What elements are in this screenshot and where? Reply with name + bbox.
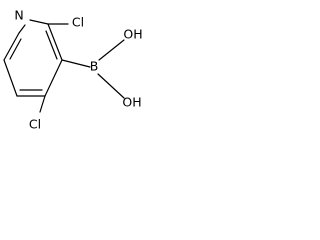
boron-atom-label: B [90, 59, 99, 74]
nitrogen-atom-label: N [14, 8, 23, 23]
chlorine-bottom-atom-label: Cl [29, 117, 41, 132]
bond-c2-c3 [47, 23, 63, 61]
molecule-canvas: N Cl Cl B OH OH [0, 0, 160, 138]
structure-drawing: N Cl Cl B OH OH [3, 8, 143, 132]
bond-n-c6 [18, 24, 26, 34]
bond-c4-cl [39, 95, 46, 113]
bond-c5-c6 [3, 59, 18, 97]
bond-c6-n-inner [9, 38, 22, 60]
chlorine-top-atom-label: Cl [72, 15, 84, 30]
bond-c2-c3-inner [45, 30, 58, 60]
bond-n-c2 [29, 19, 49, 25]
bond-c6-n [3, 32, 20, 61]
bond-c3-c4 [44, 59, 63, 97]
hydroxyl-top-atom-label: OH [123, 27, 142, 42]
bond-b-oh-bottom [97, 73, 125, 99]
hydroxyl-bottom-atom-label: OH [122, 95, 141, 110]
bond-b-oh-top [98, 39, 125, 61]
bond-c3-b [61, 59, 91, 68]
